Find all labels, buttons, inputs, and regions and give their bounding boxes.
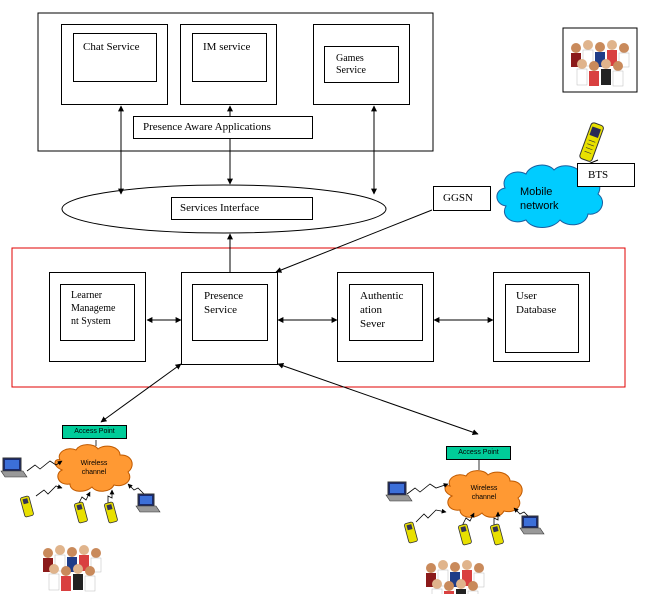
signal-right-4 bbox=[493, 511, 501, 526]
mobile-phone-icon bbox=[490, 523, 504, 546]
crowd-icon bbox=[42, 544, 102, 592]
games-service-box: Games Service bbox=[324, 46, 399, 83]
auth-label-line1: Authentic bbox=[360, 290, 404, 302]
access-point-right-label: Access Point bbox=[458, 449, 499, 456]
auth-label-line2: ation bbox=[360, 304, 382, 316]
lms-label-line3: nt System bbox=[71, 316, 111, 327]
access-point-right: Access Point bbox=[446, 446, 511, 460]
ggsn-label: GGSN bbox=[443, 192, 473, 204]
lms-outer: Learner Manageme nt System bbox=[49, 272, 146, 362]
mobile-phone-icon bbox=[20, 495, 34, 518]
presence-aware-applications-box: Presence Aware Applications bbox=[133, 116, 313, 139]
games-service-label-line2: Service bbox=[336, 65, 366, 76]
auth-label-line3: Sever bbox=[360, 318, 386, 330]
signal-right-1 bbox=[406, 483, 449, 495]
mobile-phone-icon bbox=[74, 501, 88, 524]
im-service-outer: IM service bbox=[180, 24, 277, 105]
mobile-phone-icon bbox=[104, 501, 118, 524]
user-database-box: User Database bbox=[505, 284, 579, 353]
games-service-outer: Games Service bbox=[313, 24, 410, 105]
chat-service-outer: Chat Service bbox=[61, 24, 168, 105]
laptop-icon bbox=[385, 481, 413, 502]
wireless-channel-left-line1: Wireless bbox=[80, 460, 108, 467]
services-interface-box: Services Interface bbox=[171, 197, 313, 220]
laptop-icon bbox=[135, 493, 161, 513]
ggsn-box: GGSN bbox=[433, 186, 491, 211]
lms-box: Learner Manageme nt System bbox=[60, 284, 135, 341]
mobile-network-cloud bbox=[496, 164, 603, 228]
services-interface-label: Services Interface bbox=[180, 202, 260, 214]
signal-left-2 bbox=[35, 484, 63, 497]
presence-service-label-line1: Presence bbox=[204, 290, 244, 302]
user-database-label-line2: Database bbox=[516, 304, 557, 316]
wireless-channel-right-line1: Wireless bbox=[470, 485, 498, 492]
laptop-icon bbox=[0, 457, 28, 478]
im-service-label: IM service bbox=[203, 41, 251, 53]
mobile-network-label-line1: Mobile bbox=[520, 186, 553, 198]
lms-label-line2: Manageme bbox=[71, 303, 116, 314]
presence-service-outer: Presence Service bbox=[181, 272, 278, 365]
laptop-icon bbox=[519, 515, 545, 535]
presence-aware-applications-label: Presence Aware Applications bbox=[143, 121, 271, 133]
signal-left-5 bbox=[127, 483, 147, 497]
bts-box: BTS bbox=[577, 163, 635, 187]
applications-frame bbox=[37, 12, 434, 152]
presence-service-label-line2: Service bbox=[204, 304, 237, 316]
user-database-label-line1: User bbox=[516, 290, 537, 302]
mobile-phone-icon bbox=[458, 523, 472, 546]
user-database-outer: User Database bbox=[493, 272, 590, 362]
lms-label-line1: Learner bbox=[71, 290, 103, 301]
access-point-left: Access Point bbox=[62, 425, 127, 439]
presence-ap-right-arrow bbox=[277, 362, 479, 436]
presence-ap-left-arrow bbox=[100, 363, 182, 423]
games-service-label-line1: Games bbox=[336, 53, 364, 64]
crowd-icon bbox=[562, 27, 638, 93]
chat-service-box: Chat Service bbox=[73, 33, 157, 82]
chat-service-label: Chat Service bbox=[83, 41, 140, 53]
mobile-phone-icon bbox=[579, 122, 604, 162]
access-point-left-label: Access Point bbox=[74, 428, 115, 435]
ggsn-presence-arrow bbox=[275, 209, 433, 273]
signal-left-1 bbox=[26, 460, 63, 472]
wireless-channel-right-line2: channel bbox=[471, 494, 497, 501]
signal-left-4 bbox=[107, 489, 115, 505]
signal-right-2 bbox=[415, 508, 447, 523]
im-service-box: IM service bbox=[192, 33, 267, 82]
authentication-server-box: Authentic ation Sever bbox=[349, 284, 423, 341]
bts-label: BTS bbox=[588, 169, 609, 181]
signal-left-3 bbox=[77, 491, 91, 506]
presence-service-box: Presence Service bbox=[192, 284, 268, 341]
crowd-icon bbox=[425, 559, 485, 594]
wireless-cloud-left bbox=[54, 444, 133, 492]
signal-right-3 bbox=[461, 512, 475, 527]
wireless-channel-left-line2: channel bbox=[81, 469, 107, 476]
authentication-server-outer: Authentic ation Sever bbox=[337, 272, 434, 362]
mobile-network-label-line2: network bbox=[520, 200, 559, 212]
mobile-phone-icon bbox=[404, 521, 418, 544]
